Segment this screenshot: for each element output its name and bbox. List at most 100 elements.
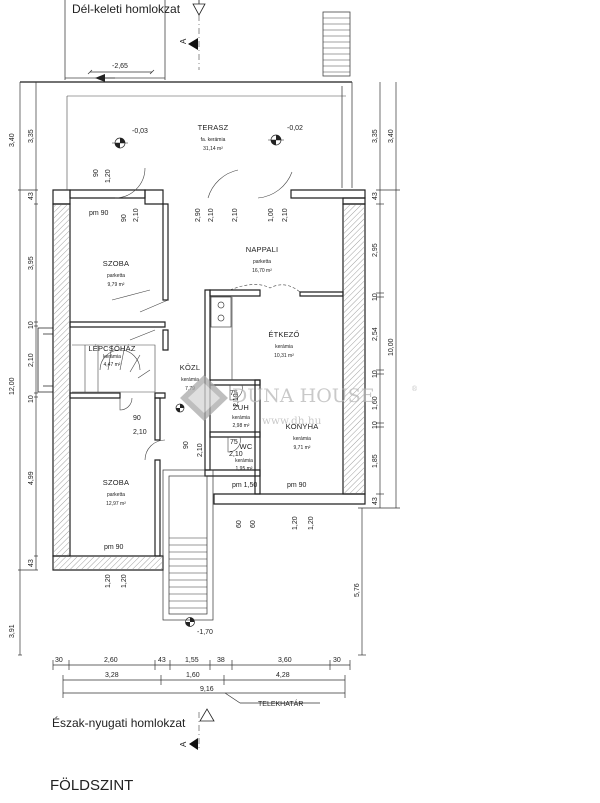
dim-bottom-4: 1,55 <box>185 657 199 664</box>
opening-label: 90 <box>121 214 128 222</box>
floor-title: FÖLDSZINT <box>50 776 133 794</box>
dim-left-inner-5: 2,10 <box>28 353 35 367</box>
dim-top: -2,65 <box>112 63 128 70</box>
room-name: TERASZ <box>198 123 229 132</box>
property-line-label: TELEKHATÁR <box>258 699 303 708</box>
dim-right-inner-4: 10 <box>372 293 379 301</box>
room-material: parketta <box>107 273 125 279</box>
watermark-url: www.dh.hu <box>262 415 322 427</box>
terrace <box>66 95 346 190</box>
left-dimension-chains <box>18 82 38 656</box>
opening-label: 2,90 <box>195 208 202 222</box>
dim-left-inner-4: 10 <box>28 321 35 329</box>
room-name: SZOBA <box>103 478 129 487</box>
dim-right-inner-8: 10 <box>372 421 379 429</box>
room-area: 31,14 m² <box>203 146 223 152</box>
section-marker-bottom: A <box>179 708 215 750</box>
level-marker-entry <box>185 617 195 627</box>
opening-label: 90 <box>183 441 190 449</box>
opening-label: 75 <box>230 439 238 446</box>
dim-left-inner-1: 3,35 <box>28 129 35 143</box>
opening-label: pm 90 <box>89 210 109 217</box>
opening-label: 2,10 <box>232 208 239 222</box>
room-material: kerámia <box>103 354 121 360</box>
walls <box>52 189 366 571</box>
opening-label: pm 90 <box>104 544 124 551</box>
opening-label: 2,10 <box>233 393 240 407</box>
dim-bottom-7: 30 <box>333 657 341 664</box>
room-name: WC <box>240 442 253 451</box>
opening-label: 2,10 <box>133 208 140 222</box>
room-area: 16,70 m² <box>252 268 272 274</box>
dim-right-inner-2: 43 <box>372 192 379 200</box>
dim-bottom-row2-1: 3,28 <box>105 672 119 679</box>
level-marker-hall <box>175 403 185 413</box>
opening-label: 2,10 <box>197 443 204 457</box>
room-area: 12,97 m² <box>106 501 126 507</box>
level-marker-terrace-right <box>268 134 284 146</box>
room-lepcsohaz: LÉPCSŐHÁZ kerámia 4,47 m² <box>88 344 135 368</box>
doors <box>111 167 301 461</box>
opening-label: 1,20 <box>105 574 112 588</box>
room-area: 9,71 m² <box>294 445 311 451</box>
dim-bottom-5: 38 <box>217 657 225 664</box>
dim-left-inner-7: 4,99 <box>28 471 35 485</box>
opening-label: 1,20 <box>121 574 128 588</box>
dim-right-outer-3: 5,76 <box>354 583 361 597</box>
room-material: fa. kerámia <box>201 137 226 143</box>
dim-right-inner-6: 10 <box>372 370 379 378</box>
dim-right-inner-1: 3,35 <box>372 129 379 143</box>
right-dimension-chains <box>358 82 400 656</box>
dim-bottom-1: 30 <box>55 657 63 664</box>
dim-bottom-3: 43 <box>158 657 166 664</box>
wall-hatching <box>54 205 364 569</box>
dim-left-outer-2: 12,00 <box>9 377 16 395</box>
dim-right-inner-7: 1,60 <box>372 396 379 410</box>
dim-bottom-total: 9,16 <box>200 686 214 693</box>
dim-left-outer-3: 3,91 <box>9 624 16 638</box>
room-material: kerámia <box>181 377 199 383</box>
section-label-top: A <box>179 38 188 44</box>
level-terrace-left: -0,03 <box>132 128 148 135</box>
top-dimension <box>87 69 155 75</box>
entry-door-marker <box>95 74 115 82</box>
opening-label: 90 <box>133 415 141 422</box>
room-material: kerámia <box>275 344 293 350</box>
room-material: kerámia <box>232 415 250 421</box>
section-marker-top: A <box>179 0 206 50</box>
bottom-dimension-chains <box>52 660 351 704</box>
dim-right-outer-2: 10,00 <box>388 338 395 356</box>
room-etkezo: ÉTKEZŐ kerámia 10,31 m² <box>268 330 299 359</box>
opening-label: 60 <box>236 520 243 528</box>
watermark-registered: ® <box>411 385 418 393</box>
room-name: KONYHA <box>286 422 319 431</box>
dim-left-outer-1: 3,40 <box>9 133 16 147</box>
room-name: SZOBA <box>103 259 129 268</box>
dim-bottom-2: 2,60 <box>104 657 118 664</box>
bottom-elevation-label: Észak-nyugati homlokzat <box>52 715 186 730</box>
dim-bottom-6: 3,60 <box>278 657 292 664</box>
room-area: 9,79 m² <box>108 282 125 288</box>
room-labels: TERASZ fa. kerámia 31,14 m² NAPPALI park… <box>88 123 318 507</box>
room-konyha: KONYHA kerámia 9,71 m² <box>286 422 319 451</box>
kitchen-counter <box>210 296 233 380</box>
dim-bottom-row2-3: 4,28 <box>276 672 290 679</box>
duna-house-logo-icon <box>180 375 228 421</box>
room-name: KÖZL <box>180 363 200 372</box>
room-material: kerámia <box>293 436 311 442</box>
dim-left-inner-3: 3,95 <box>28 256 35 270</box>
dim-left-inner-2: 43 <box>28 192 35 200</box>
watermark: DUNA HOUSE ® www.dh.hu <box>180 375 418 427</box>
opening-label: 2,10 <box>229 451 243 458</box>
opening-label: 75 <box>230 390 238 397</box>
dim-right-inner-9: 1,85 <box>372 454 379 468</box>
room-name: LÉPCSŐHÁZ <box>88 344 135 353</box>
room-name: ZUH <box>233 403 249 412</box>
opening-label: 2,10 <box>208 208 215 222</box>
opening-label: 1,20 <box>308 516 315 530</box>
opening-label: 1,20 <box>105 169 112 183</box>
room-szoba-1: SZOBA parketta 9,79 m² <box>103 259 129 288</box>
interior-stair <box>72 344 156 393</box>
top-elevation-label: Dél-keleti homlokzat <box>72 2 181 16</box>
